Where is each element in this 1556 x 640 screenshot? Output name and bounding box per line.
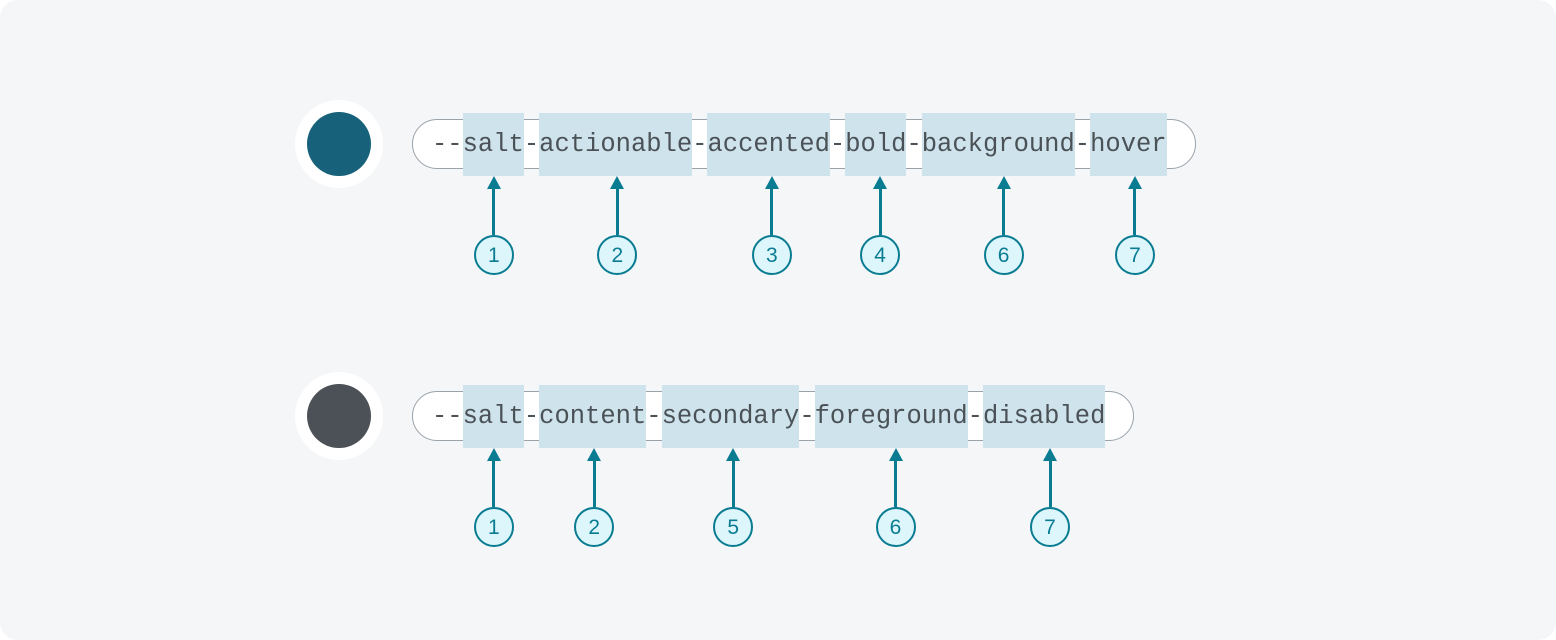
callout-marker: 3 [742,176,802,280]
color-swatch-ring [295,100,383,188]
arrow-up-icon [610,176,625,189]
token-pill [412,119,1196,169]
callout-number-6: 6 [983,235,1024,275]
callout-leader-line [894,460,897,507]
callout-marker: 4 [850,176,910,280]
callout-marker: 7 [1020,448,1080,552]
callout-leader-line [1133,188,1137,235]
callout-leader-line [592,460,596,507]
callout-leader-line [770,188,774,235]
callout-leader-line [492,188,496,235]
callout-number-2: 2 [574,507,615,547]
color-swatch-ring [295,372,383,460]
callout-number-4: 4 [860,235,901,275]
callout-marker: 7 [1105,176,1165,280]
callout-number-7: 7 [1114,235,1155,275]
callout-leader-line [878,188,882,235]
callout-marker: 5 [703,448,763,552]
callout-leader-line [731,460,735,507]
arrow-up-icon [1043,448,1057,461]
callout-number-3: 3 [751,235,792,275]
arrow-up-icon [996,176,1011,189]
token-pill [412,391,1134,441]
content-secondary-foreground-disabled-swatch [307,384,371,448]
arrow-up-icon [1127,176,1142,189]
callout-number-1: 1 [473,235,514,275]
callout-number-1: 1 [473,507,514,547]
callout-number-2: 2 [597,235,638,275]
arrow-up-icon [888,448,903,461]
callout-leader-line [492,460,496,507]
callout-number-7: 7 [1030,507,1070,547]
arrow-up-icon [873,176,888,189]
callout-leader-line [615,188,619,235]
callout-marker: 6 [866,448,926,552]
callout-marker: 1 [464,176,524,280]
arrow-up-icon [486,448,501,461]
callout-marker: 2 [564,448,624,552]
callout-marker: 1 [464,448,524,552]
accented-bold-background-hover-swatch [307,112,371,176]
callout-marker: 2 [587,176,647,280]
arrow-up-icon [764,176,779,189]
callout-marker: 6 [974,176,1034,280]
callout-leader-line [1002,188,1006,235]
callout-leader-line [1048,460,1052,507]
arrow-up-icon [587,448,602,461]
arrow-up-icon [486,176,501,189]
arrow-up-icon [726,448,741,461]
callout-number-6: 6 [875,507,916,547]
callout-number-5: 5 [713,507,754,547]
